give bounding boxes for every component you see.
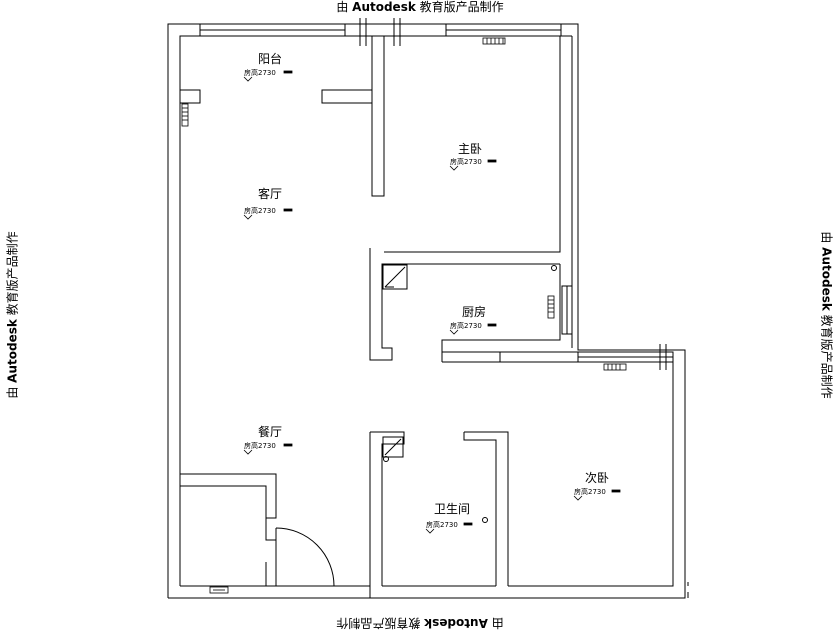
height-label-second-bedroom: 房高2730 xyxy=(574,487,606,496)
exterior-walls xyxy=(167,23,686,599)
meter-box xyxy=(209,586,229,594)
radiator-icon xyxy=(181,37,627,371)
kitchen-window xyxy=(561,285,573,335)
height-markers xyxy=(243,70,621,534)
top-windows xyxy=(199,18,562,46)
bathroom-shaft xyxy=(382,436,404,462)
kitchen-flue xyxy=(382,264,408,290)
height-label-living-room: 房高2730 xyxy=(244,206,276,215)
master-bedroom-walls xyxy=(369,36,561,361)
room-label-living-room: 客厅 xyxy=(258,186,282,201)
entrance-door xyxy=(275,527,370,587)
room-label-kitchen: 厨房 xyxy=(462,304,486,319)
room-label-balcony: 阳台 xyxy=(258,51,282,66)
room-label-second-bedroom: 次卧 xyxy=(585,471,609,485)
height-label-bathroom: 房高2730 xyxy=(426,520,458,529)
kitchen-drain-icon xyxy=(551,265,557,271)
watermark-top: 由 Autodesk 教育版产品制作 xyxy=(336,0,504,14)
height-label-dining-room: 房高2730 xyxy=(244,441,276,450)
height-label-kitchen: 房高2730 xyxy=(450,321,482,330)
room-labels: 阳台 房高2730 主卧 房高2730 客厅 房高2730 厨房 房高2730 … xyxy=(244,51,609,529)
second-bedroom-top xyxy=(441,344,674,370)
closet-walls xyxy=(180,473,277,587)
floor-drain-icon xyxy=(482,517,488,523)
room-label-bathroom: 卫生间 xyxy=(434,502,470,516)
balcony-walls xyxy=(180,89,372,104)
room-label-master-bedroom: 主卧 xyxy=(458,142,482,156)
bathroom-walls xyxy=(369,431,509,598)
room-label-dining-room: 餐厅 xyxy=(258,424,282,439)
height-label-balcony: 房高2730 xyxy=(244,68,276,77)
height-label-master-bedroom: 房高2730 xyxy=(450,157,482,166)
